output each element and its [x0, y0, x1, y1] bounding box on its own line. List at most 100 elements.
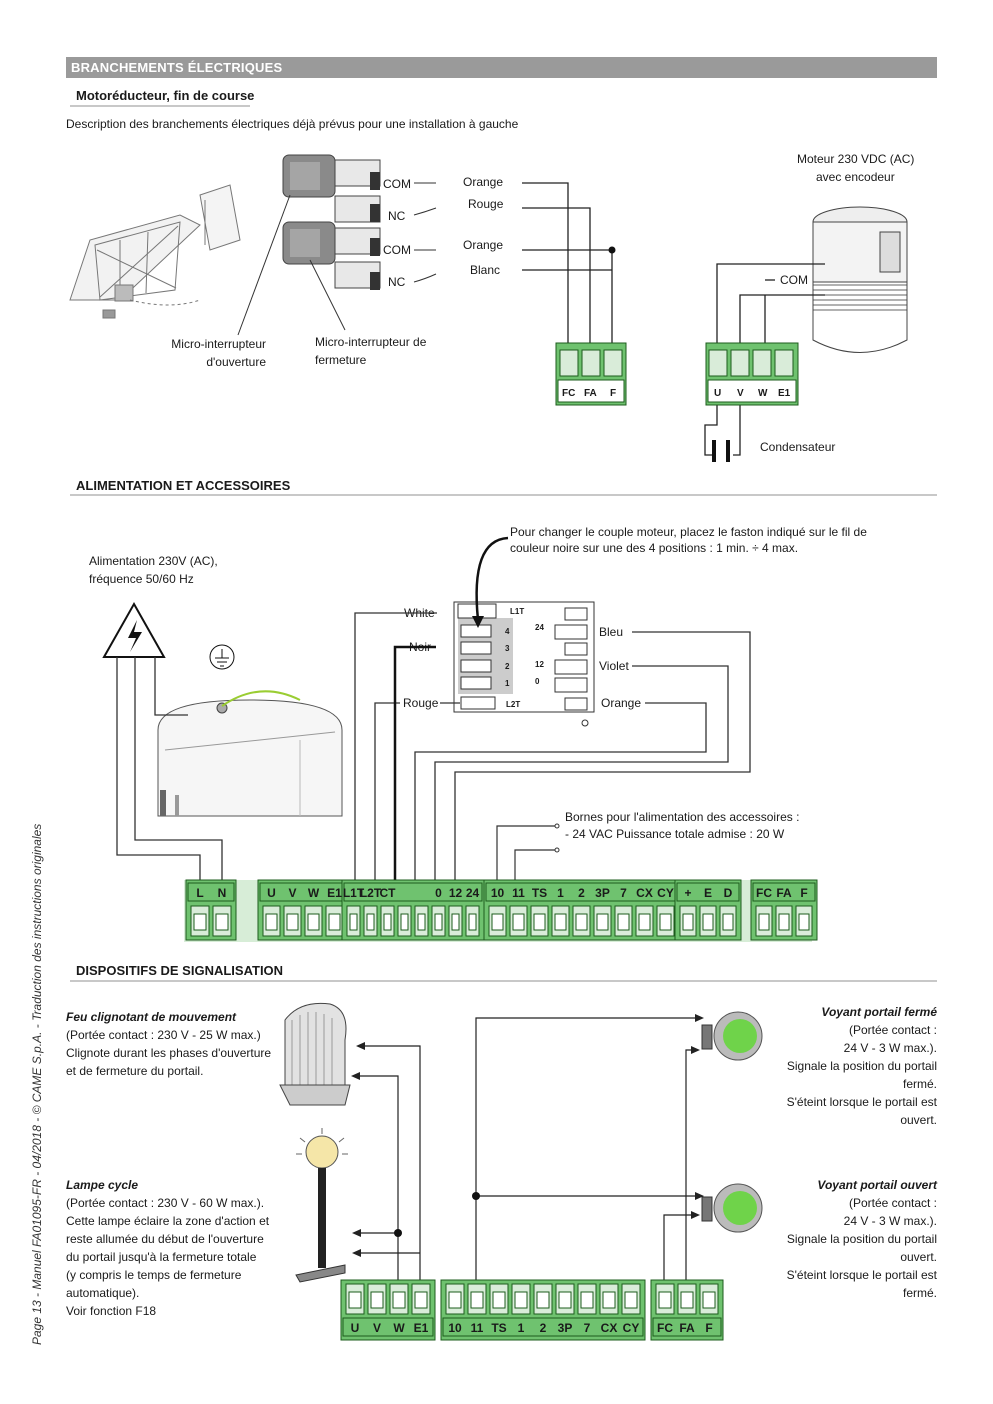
terminal-label-w: W	[308, 886, 320, 900]
terminal-label-v: V	[373, 1321, 381, 1335]
motor-encoder-icon	[812, 206, 908, 353]
terminal-label-e1: E1	[414, 1321, 429, 1335]
wire-orange-label: Orange	[601, 696, 641, 710]
power-section-title: ALIMENTATION ET ACCESSOIRES	[76, 478, 291, 493]
supply-line1: Alimentation 230V (AC),	[89, 554, 218, 568]
closed-line2: 24 V - 3 W max.).	[843, 1041, 937, 1055]
junction-dot	[608, 246, 616, 254]
motor-housing-icon	[157, 690, 343, 817]
terminal-label-1: 1	[557, 886, 564, 900]
subsection-underline	[70, 105, 250, 107]
wire-red-label: Rouge	[403, 696, 439, 710]
wire-blue-label: Bleu	[599, 625, 623, 639]
open-line4: ouvert.	[900, 1250, 937, 1264]
cycle-lamp-icon	[295, 1128, 348, 1283]
terminal-fc-label: FC	[562, 388, 575, 399]
transformer-0: 0	[535, 677, 540, 686]
terminal-label-cx: CX	[601, 1321, 618, 1335]
pilot-light-open-icon	[701, 1183, 763, 1233]
lamp-line5: (y compris le temps de fermeture	[66, 1268, 242, 1282]
switch-nc2-label: NC	[388, 275, 406, 289]
motor-wires	[704, 263, 825, 456]
terminal-label-11: 11	[471, 1321, 484, 1335]
terminal-label-f: F	[800, 886, 807, 900]
terminal-u-label: U	[714, 388, 721, 399]
terminal-block-u-v-w-e1	[705, 342, 799, 406]
terminal-v-label: V	[737, 388, 744, 399]
switch-nc1-label: NC	[388, 209, 406, 223]
closed-line6: ouvert.	[900, 1113, 937, 1127]
closed-line5: S'éteint lorsque le portail est	[786, 1095, 937, 1109]
gate-illustration	[69, 184, 241, 319]
high-voltage-warning-icon	[102, 601, 166, 658]
wire-color-blanc: Blanc	[470, 263, 500, 277]
terminal-label-l: L	[196, 886, 203, 900]
flashing-light-icon	[279, 1002, 351, 1106]
pilot-light-closed-icon	[701, 1011, 763, 1061]
closed-title: Voyant portail fermé	[821, 1005, 937, 1019]
switch-com2-label: COM	[383, 243, 411, 257]
terminal-label-n: N	[218, 886, 227, 900]
lamp-title: Lampe cycle	[66, 1178, 139, 1192]
terminal-label-2: 2	[578, 886, 585, 900]
open-line2: 24 V - 3 W max.).	[843, 1214, 937, 1228]
open-line1: (Portée contact :	[848, 1196, 937, 1210]
terminal-label-11: 11	[512, 886, 525, 900]
terminal-label-3p: 3P	[595, 886, 610, 900]
side-footer-text: Page 13 - Manuel FA01095-FR - 04/2018 - …	[30, 823, 44, 1345]
terminal-label-fc: FC	[756, 886, 772, 900]
terminal-block-fc-fa-f	[555, 342, 627, 406]
open-line3: Signale la position du portail	[786, 1232, 937, 1246]
capacitor-label: Condensateur	[760, 440, 835, 454]
motor-wiring-diagram: COM NC COM NC Orange Rouge Orange Blanc …	[69, 152, 914, 462]
transformer-wires	[354, 612, 751, 882]
terminal-label-ts: TS	[532, 886, 547, 900]
faston-arrow	[475, 536, 509, 621]
lamp-line1: (Portée contact : 230 V - 60 W max.).	[66, 1196, 265, 1210]
signal-arrows	[351, 1014, 704, 1302]
terminal-label-e: E	[704, 886, 712, 900]
accessories-line1: Bornes pour l'alimentation des accessoir…	[565, 810, 800, 824]
terminal-label-7: 7	[584, 1321, 591, 1335]
terminal-label-12: 12	[449, 886, 463, 900]
ground-symbol-icon	[209, 644, 235, 670]
torque-note-line1: Pour changer le couple moteur, placez le…	[510, 525, 867, 539]
terminal-label-ts: TS	[491, 1321, 506, 1335]
open-title: Voyant portail ouvert	[817, 1178, 937, 1192]
micro-open-line1: Micro-interrupteur	[171, 337, 266, 351]
flasher-title: Feu clignotant de mouvement	[66, 1010, 237, 1024]
section-title-bar: BRANCHEMENTS ÉLECTRIQUES	[66, 57, 937, 78]
terminal-label-l1t: L1T	[343, 886, 365, 900]
subsection-title: Motoréducteur, fin de course	[76, 88, 255, 103]
terminal-label-10: 10	[448, 1321, 462, 1335]
terminal-label-u: U	[351, 1321, 360, 1335]
open-line5: S'éteint lorsque le portail est	[786, 1268, 937, 1282]
power-section-underline	[70, 494, 937, 496]
terminal-label-plus: +	[684, 886, 691, 900]
terminal-label-l2t: L2T	[360, 886, 382, 900]
wire-violet-label: Violet	[599, 659, 629, 673]
terminal-f-label: F	[610, 388, 616, 399]
terminal-label-fc: FC	[657, 1321, 673, 1335]
flasher-line3: et de fermeture du portail.	[66, 1064, 204, 1078]
terminal-label-u: U	[267, 886, 276, 900]
lamp-line2: Cette lampe éclaire la zone d'action et	[66, 1214, 270, 1228]
terminal-label-10: 10	[491, 886, 505, 900]
intro-text: Description des branchements électriques…	[66, 117, 519, 131]
micro-close-line2: fermeture	[315, 353, 367, 367]
terminal-label-7: 7	[620, 886, 627, 900]
motor-com-label: COM	[780, 273, 808, 287]
closed-line3: Signale la position du portail	[786, 1059, 937, 1073]
micro-switch-close-icon	[282, 221, 381, 290]
transformer-24: 24	[535, 623, 544, 632]
terminal-fa-label: FA	[584, 388, 597, 399]
torque-note-line2: couleur noire sur une des 4 positions : …	[510, 541, 799, 555]
